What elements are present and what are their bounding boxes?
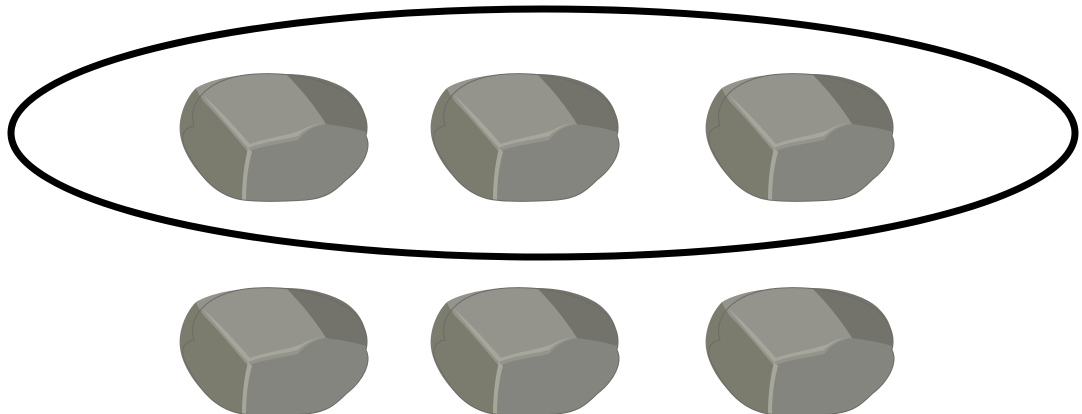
rock-icon: [706, 74, 894, 202]
uncircled-group: [180, 288, 894, 414]
rock-icon: [431, 288, 619, 414]
circled-group: [180, 74, 894, 202]
rock-icon: [180, 288, 368, 414]
rock-icon: [180, 74, 368, 202]
rock-icon: [431, 74, 619, 202]
rock-icon: [706, 288, 894, 414]
